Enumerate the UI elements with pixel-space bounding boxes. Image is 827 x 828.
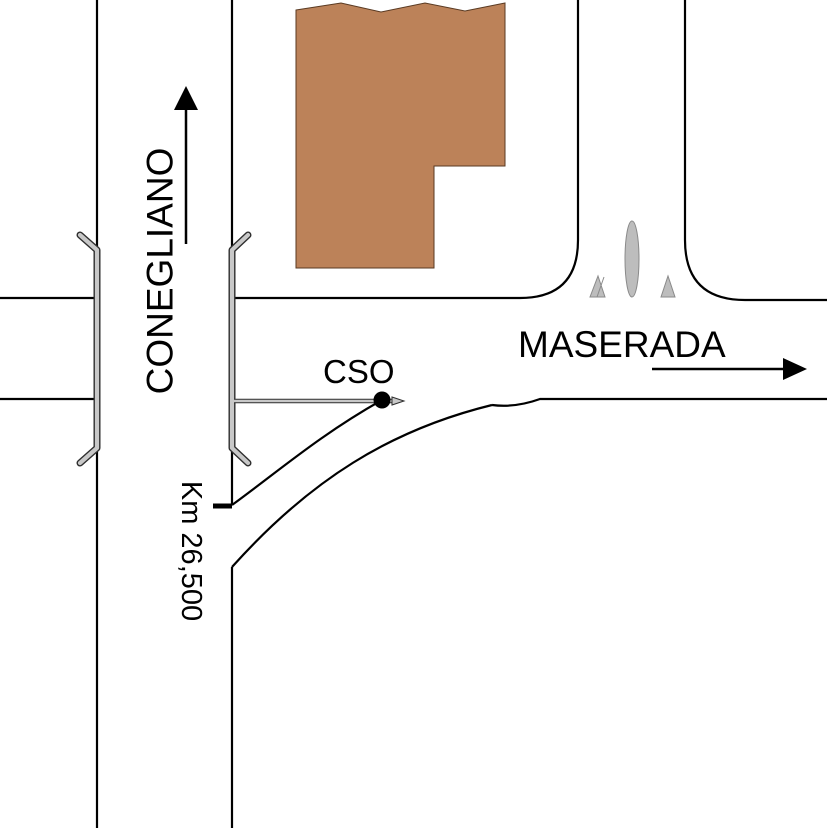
slip-road-outer-edge (231, 403, 493, 568)
north-arrow (174, 86, 198, 244)
island-right (660, 274, 676, 298)
east-road (232, 0, 827, 407)
east-road-north-edge (232, 0, 580, 300)
east-arrow-head (783, 358, 807, 380)
east-road-south-edge (491, 397, 827, 407)
guardrails (76, 231, 252, 467)
north-arrow-head (174, 86, 198, 110)
label-maserada: MASERADA (518, 324, 726, 365)
guardrail-west (76, 231, 101, 467)
guardrail-east (228, 231, 252, 467)
label-conegliano: CONEGLIANO (140, 148, 181, 395)
cso-dot (373, 391, 391, 409)
label-cso: CSO (323, 353, 395, 390)
east-road-northeast-edge (683, 0, 827, 302)
slip-roads (213, 399, 493, 568)
building (295, 2, 506, 269)
slip-road-inner-edge (231, 399, 383, 506)
west-side-road (0, 296, 97, 401)
label-km: Km 26,500 (175, 481, 207, 621)
main-road (95, 0, 234, 828)
cso-point (234, 391, 406, 409)
east-arrow (652, 358, 807, 380)
central-island (624, 220, 640, 298)
traffic-islands (589, 220, 676, 298)
island-left (589, 274, 606, 298)
